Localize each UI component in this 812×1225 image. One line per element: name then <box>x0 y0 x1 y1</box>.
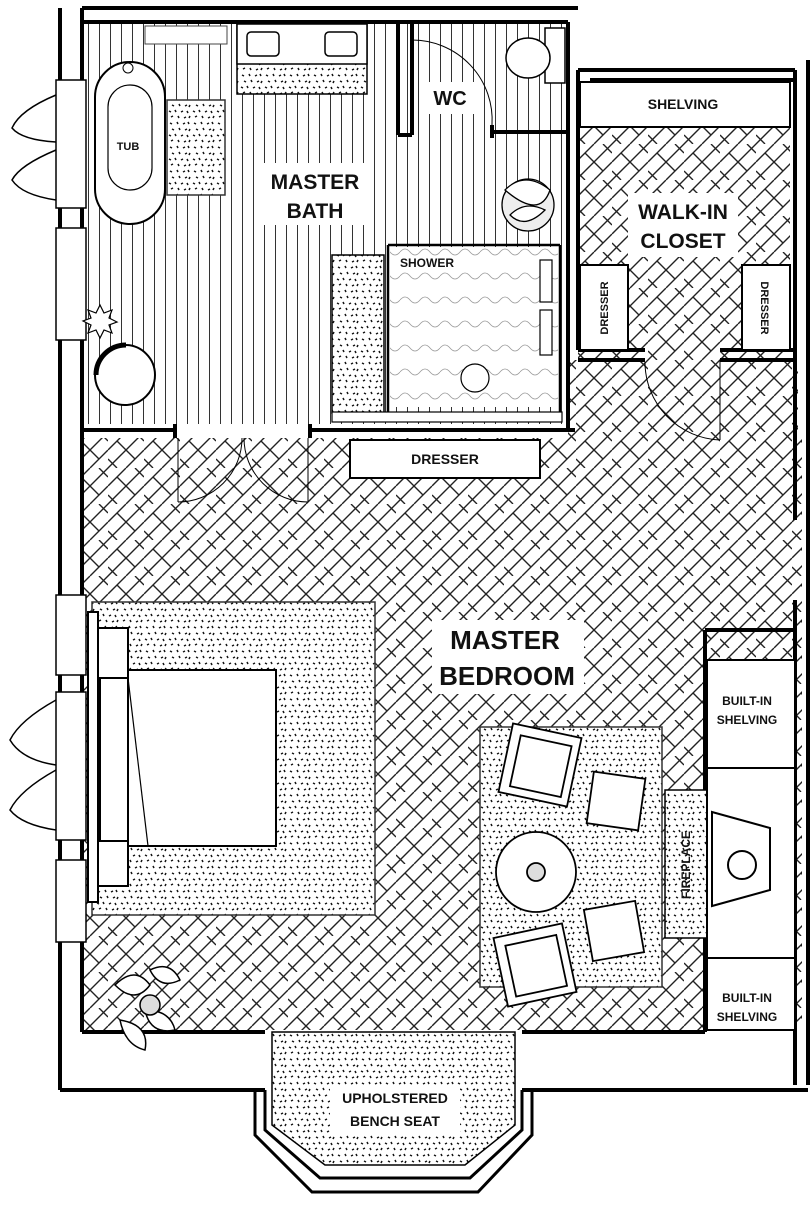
builtin-shelving-bottom-label-2: SHELVING <box>717 1010 777 1024</box>
chair-icon <box>93 342 156 406</box>
bath-counter <box>331 254 385 414</box>
bedroom-dresser <box>349 439 541 479</box>
builtin-shelving-bottom <box>706 957 796 1031</box>
vanity <box>236 23 368 95</box>
floor-plant-icon <box>113 965 182 1051</box>
walk-in-closet-label-2: CLOSET <box>640 230 725 253</box>
bed <box>87 611 277 903</box>
builtin-shelving-top <box>706 659 796 769</box>
builtin-shelving-top-label-1: BUILT-IN <box>722 694 772 708</box>
master-bedroom-label-bg <box>432 620 584 694</box>
plant-icon <box>501 178 555 232</box>
walk-in-closet-label-1: WALK-IN <box>638 201 728 224</box>
master-bath-label-1: MASTER <box>271 171 360 194</box>
builtin-shelving-bottom-label-1: BUILT-IN <box>722 991 772 1005</box>
armchairs <box>492 722 647 1008</box>
fireplace-label: FIREPLACE <box>679 831 693 899</box>
fireplace <box>706 767 796 959</box>
shower-fixtures <box>331 259 563 423</box>
master-bedroom-label-2: BEDROOM <box>439 661 575 691</box>
master-bedroom-label-1: MASTER <box>450 625 560 655</box>
closet-dresser-right <box>741 264 791 351</box>
wc-label: WC <box>433 88 466 110</box>
bench-label-1: UPHOLSTERED <box>342 1090 448 1106</box>
bedroom-floor-east <box>568 360 798 530</box>
closet-door <box>644 360 721 441</box>
wc-label-bg <box>425 82 475 114</box>
master-bath-label-bg <box>262 163 367 225</box>
closet-shelving <box>579 81 791 128</box>
bedroom-dresser-label: DRESSER <box>411 451 479 467</box>
closet-dresser-right-label: DRESSER <box>758 281 770 334</box>
bath-rug <box>166 99 226 196</box>
bay-window <box>253 1090 534 1194</box>
bath-doors <box>177 437 309 503</box>
bathtub <box>94 61 166 225</box>
starburst-icon <box>81 303 119 340</box>
toilet <box>505 27 566 84</box>
bench-label-2: BENCH SEAT <box>350 1113 440 1129</box>
closet-shelving-label: SHELVING <box>648 96 719 112</box>
closet-dresser-left-label: DRESSER <box>599 281 611 334</box>
tub-label: TUB <box>117 141 140 153</box>
builtin-shelving-top-label-2: SHELVING <box>717 713 777 727</box>
walk-in-closet-label-bg <box>628 193 738 257</box>
bench-label-bg <box>330 1085 460 1135</box>
shower-label: SHOWER <box>400 256 454 270</box>
west-windows <box>9 79 87 943</box>
master-bath-label-2: BATH <box>287 200 344 223</box>
bath-bench <box>144 25 228 45</box>
closet-dresser-left <box>579 264 629 351</box>
wc-floor <box>412 22 567 132</box>
wc-door-swing <box>411 39 493 126</box>
